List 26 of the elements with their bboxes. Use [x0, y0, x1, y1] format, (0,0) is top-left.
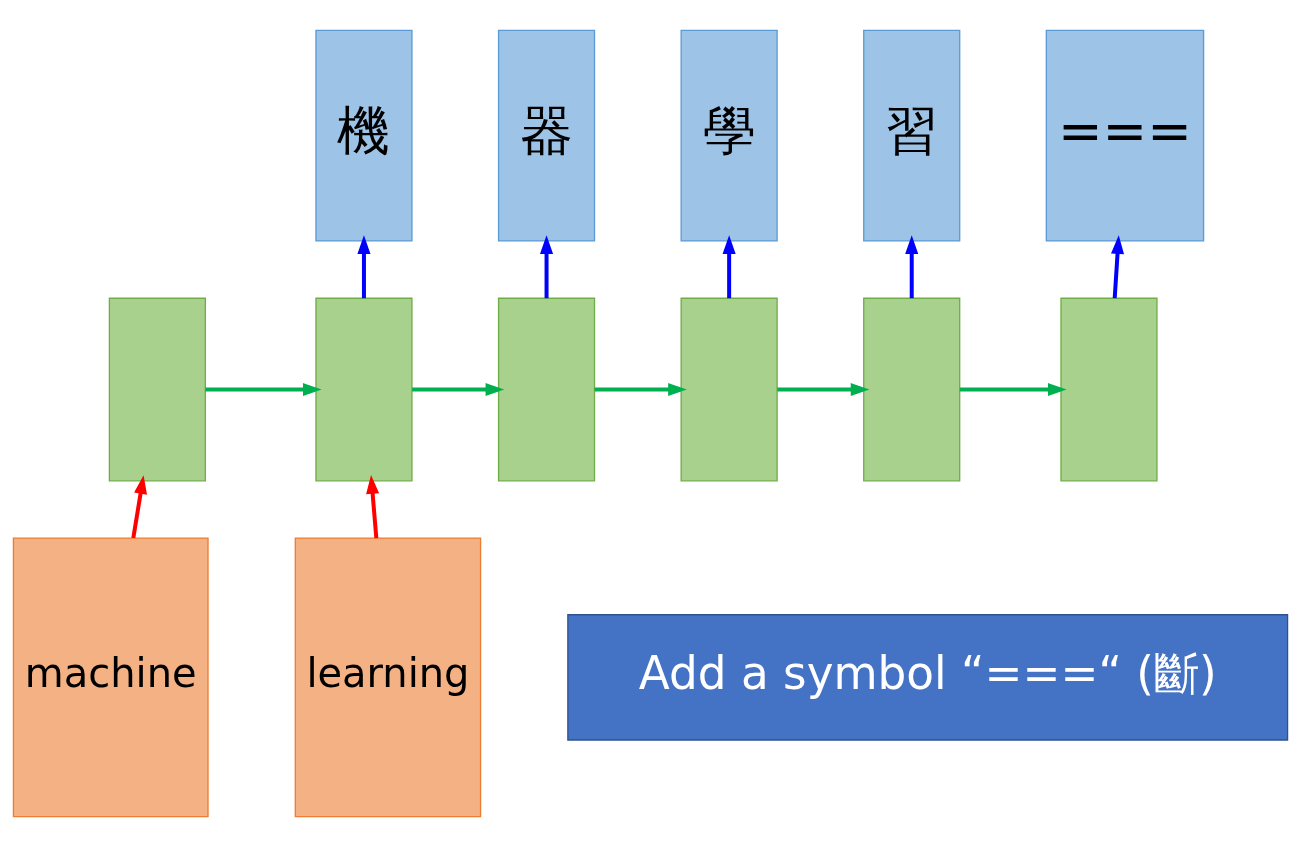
node-box: 學 [680, 29, 778, 242]
node-box [108, 297, 206, 482]
arrow [594, 382, 687, 397]
arrow [131, 475, 147, 539]
arrow [1110, 235, 1125, 299]
node-box: 器 [497, 29, 596, 242]
node-box [680, 297, 778, 482]
arrow [357, 235, 371, 299]
node-box [497, 297, 596, 482]
node-box: 習 [863, 29, 961, 242]
node-box: === [1045, 29, 1205, 242]
arrow [540, 235, 554, 299]
node-box [315, 297, 413, 482]
node-box: 機 [315, 29, 413, 242]
arrow [205, 382, 322, 397]
arrow [412, 382, 505, 397]
arrow [366, 475, 380, 539]
arrow [777, 382, 870, 397]
node-box [1060, 297, 1158, 482]
arrow [722, 235, 736, 299]
node-box [863, 297, 961, 482]
node-box: machine [12, 537, 209, 818]
arrow [959, 382, 1067, 397]
node-box: learning [294, 537, 482, 818]
arrow [905, 235, 919, 299]
node-box: Add a symbol “===“ (斷) [567, 614, 1289, 741]
